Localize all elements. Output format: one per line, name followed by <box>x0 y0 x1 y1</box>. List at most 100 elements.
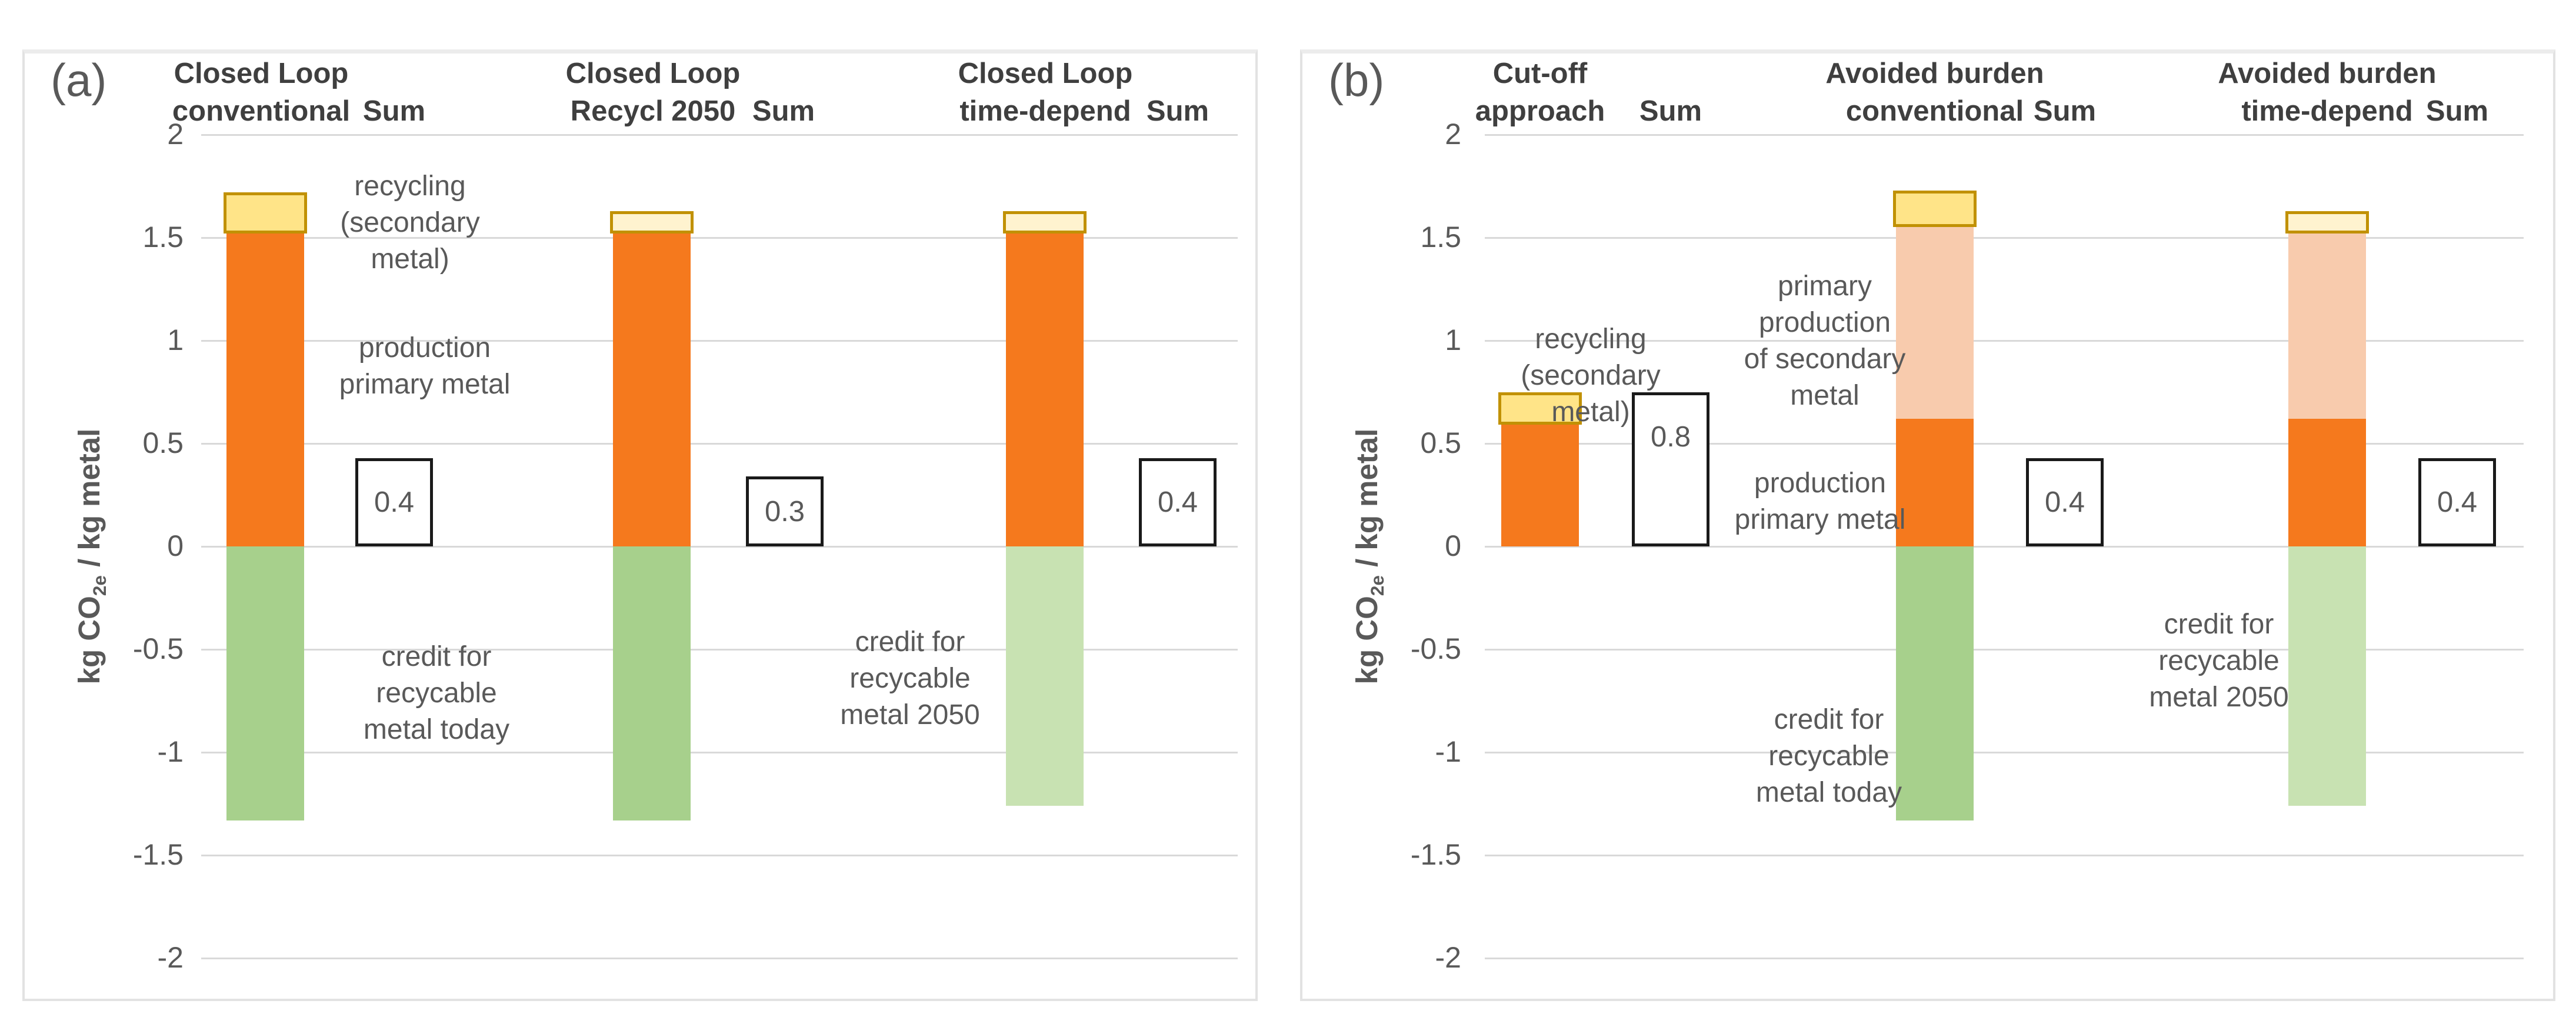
y-tick-label: -2 <box>1435 940 1461 974</box>
annotation-credit-for-recycable-metal-today: credit for recycable metal today <box>1756 702 1902 811</box>
gridline-y-2 <box>201 134 1238 136</box>
gridline-y--2 <box>201 958 1238 959</box>
sum-value: 0.4 <box>1157 486 1198 518</box>
gridline-y--1.5 <box>1485 855 2524 856</box>
annotation-line: of secondary <box>1744 343 1906 375</box>
annotation-production-primary-metal: production primary metal <box>1735 465 1906 538</box>
gridline-y-1 <box>201 340 1238 342</box>
annotation-line: metal) <box>1551 396 1630 428</box>
annotation-line: recycable <box>1768 741 1889 772</box>
group-header-line2: time-depend <box>959 95 1131 127</box>
bar-segment-credit-for-recycable-metal-2050 <box>1006 546 1084 806</box>
gridline-y--1.5 <box>201 855 1238 856</box>
gridline-y-0 <box>1485 546 2524 548</box>
sum-box: 0.3 <box>746 476 824 546</box>
annotation-line: metal today <box>1755 777 1902 808</box>
sum-value: 0.4 <box>2437 486 2478 518</box>
annotation-line: primary <box>1777 271 1872 302</box>
group-header-line1: Avoided burden <box>2218 58 2437 89</box>
sum-column-header: Sum <box>2425 95 2489 127</box>
sum-column-header: Sum <box>2033 95 2097 127</box>
sum-box: 0.4 <box>355 458 433 546</box>
sum-value: 0.4 <box>2044 486 2085 518</box>
gridline-y-0 <box>201 546 1238 548</box>
y-tick-label: 1 <box>167 323 184 356</box>
y-tick-label: 2 <box>167 117 184 151</box>
group-header-line1: Closed Loop <box>565 58 741 89</box>
y-tick-label: 1.5 <box>1420 220 1461 254</box>
sum-value: 0.8 <box>1650 421 1691 453</box>
sum-value: 0.4 <box>374 486 415 518</box>
bar-segment-credit-for-recycable-metal-today <box>1896 546 1974 820</box>
group-header-line1: Closed Loop <box>174 58 349 89</box>
group-header-line1: Closed Loop <box>958 58 1133 89</box>
sum-box: 0.4 <box>2418 458 2496 546</box>
gridline-y-1.5 <box>201 237 1238 239</box>
y-tick-label: -0.5 <box>1410 632 1461 665</box>
bar-segment-primary-production-of-secondary-metal <box>1896 221 1974 419</box>
group-header-line2: conventional <box>172 95 351 127</box>
y-tick-label: -2 <box>157 940 184 974</box>
annotation-line: metal 2050 <box>840 699 980 731</box>
y-tick-label: 2 <box>1445 117 1461 151</box>
y-tick-label: 1 <box>1445 323 1461 356</box>
bar-segment-recycling-secondary-metal <box>1003 211 1087 234</box>
bar-segment-credit-for-recycable-metal-today <box>226 546 304 820</box>
sum-column-header: Sum <box>1146 95 1209 127</box>
gridline-y-2 <box>1485 134 2524 136</box>
annotation-line: recycable <box>2158 645 2280 676</box>
panel-tag: (b) <box>1328 54 1385 106</box>
annotation-line: credit for <box>381 641 492 672</box>
y-tick-label: -1.5 <box>1410 838 1461 871</box>
bar-segment-recycling-secondary-metal <box>1498 392 1582 425</box>
group-header-line2: conventional <box>1845 95 2024 127</box>
annotation-line: production <box>358 332 491 363</box>
bar-segment-production-primary-metal <box>1006 227 1084 546</box>
annotation-line: recycling <box>1535 323 1647 355</box>
gridline-y-1.5 <box>1485 237 2524 239</box>
y-tick-label: 0.5 <box>1420 426 1461 459</box>
y-tick-label: 0 <box>1445 529 1461 562</box>
annotation-line: production <box>1754 468 1887 499</box>
y-tick-label: 0 <box>167 529 184 562</box>
bar-segment-primary-production-of-secondary-metal <box>2288 227 2366 419</box>
bar-segment-recycling-secondary-metal <box>224 192 307 234</box>
group-header-line2: Recycl 2050 <box>570 95 736 127</box>
annotation-line: metal today <box>363 714 510 745</box>
y-axis-title-sub: 2e <box>1367 575 1388 596</box>
y-tick-label: -1 <box>157 735 184 768</box>
gridline-y--0.5 <box>201 649 1238 651</box>
annotation-line: credit for <box>855 626 965 658</box>
gridline-y--1 <box>201 752 1238 753</box>
bar-segment-recycling-secondary-metal <box>2285 211 2369 234</box>
sum-value: 0.3 <box>764 495 805 528</box>
gridline-y-0.5 <box>201 443 1238 445</box>
annotation-line: credit for <box>2164 609 2274 640</box>
annotation-line: primary metal <box>1734 504 1906 535</box>
annotation-line: metal 2050 <box>2149 682 2289 713</box>
sum-column-header: Sum <box>362 95 426 127</box>
group-header-line2: time-depend <box>2241 95 2413 127</box>
bar-segment-recycling-secondary-metal <box>1893 190 1977 227</box>
y-axis-title-sub: 2e <box>89 575 111 596</box>
annotation-line: metal <box>1790 380 1859 411</box>
group-header-line1: Avoided burden <box>1825 58 2044 89</box>
bar-segment-credit-for-recycable-metal-2050 <box>2288 546 2366 806</box>
annotation-line: (secondary <box>340 207 480 238</box>
y-tick-label: -0.5 <box>132 632 184 665</box>
y-tick-label: 0.5 <box>142 426 184 459</box>
bar-segment-production-primary-metal <box>613 227 691 546</box>
sum-box: 0.8 <box>1632 392 1709 546</box>
bar-segment-credit-for-recycable-metal-today <box>613 546 691 820</box>
sum-box: 0.4 <box>2026 458 2104 546</box>
annotation-line: credit for <box>1774 704 1884 735</box>
gridline-y--2 <box>1485 958 2524 959</box>
group-header-line2: approach <box>1475 95 1605 127</box>
